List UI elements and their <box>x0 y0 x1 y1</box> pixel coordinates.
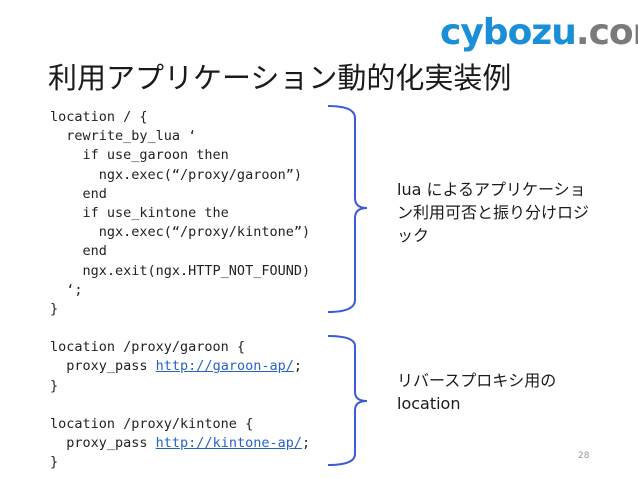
garoon-ap-link[interactable]: http://garoon-ap/ <box>155 358 294 375</box>
blank-line <box>50 396 310 415</box>
reverse-proxy-note: リバースプロキシ用のlocation <box>397 371 557 413</box>
code-text: ; <box>301 435 311 452</box>
code-line: ngx.exec(“/proxy/kintone”) <box>50 224 311 241</box>
lua-logic-note: lua によるアプリケーション利用可否と振り分けロジック <box>397 180 590 245</box>
code-line: proxy_pass http://kintone-ap/; <box>50 434 310 453</box>
code-line: if use_garoon then <box>50 147 229 164</box>
logo-suffix: com <box>588 12 638 53</box>
code-line: } <box>50 454 59 471</box>
kintone-ap-link[interactable]: http://kintone-ap/ <box>155 435 302 452</box>
code-line: location /proxy/garoon { <box>50 339 246 356</box>
code-line: rewrite_by_lua ‘ <box>50 128 197 145</box>
right-brace-bottom <box>327 335 368 466</box>
code-line: if use_kintone the <box>50 204 229 221</box>
cybozu-logo: cybozu.com <box>440 12 638 53</box>
code-line: ‘; <box>50 281 83 298</box>
code-snippet: location / { rewrite_by_lua ‘ if use_gar… <box>50 108 310 473</box>
blank-line <box>50 319 310 338</box>
code-line: } <box>50 377 59 394</box>
code-text: ; <box>293 358 302 375</box>
code-line: location / { <box>50 109 148 125</box>
code-line: end <box>50 185 107 202</box>
slide-title: 利用アプリケーション動的化実装例 <box>48 61 512 95</box>
right-brace-top <box>327 105 368 313</box>
code-line: ngx.exit(ngx.HTTP_NOT_FOUND) <box>50 262 311 279</box>
code-line: proxy_pass http://garoon-ap/; <box>50 357 310 376</box>
code-line: end <box>50 243 107 260</box>
code-text: proxy_pass <box>50 358 156 375</box>
logo-main: cybozu <box>440 12 577 53</box>
logo-dot: . <box>575 12 590 53</box>
code-line: location /proxy/kintone { <box>50 416 254 432</box>
page-number: 28 <box>578 451 590 461</box>
code-line: } <box>50 300 59 317</box>
code-line: ngx.exec(“/proxy/garoon”) <box>50 166 302 183</box>
code-text: proxy_pass <box>50 435 156 452</box>
